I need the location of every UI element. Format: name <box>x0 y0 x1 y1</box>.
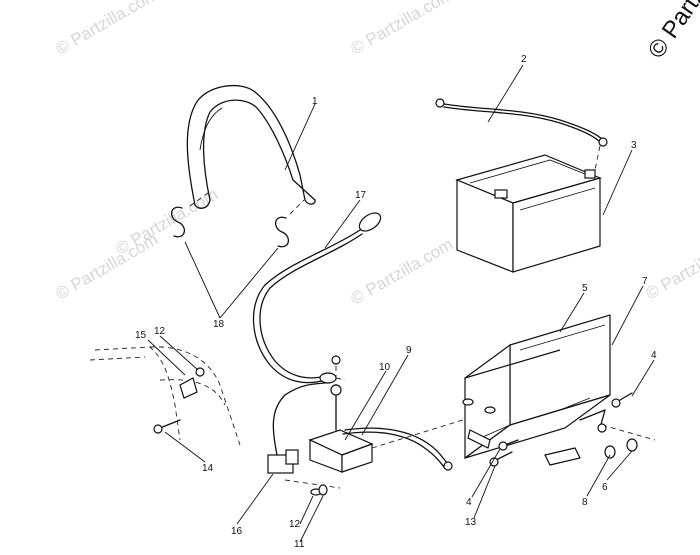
callout-12: 12 <box>289 519 301 530</box>
solenoid-assembly <box>267 355 561 496</box>
watermark-corner-text: © Partzill <box>643 0 700 63</box>
positive-cable <box>252 212 382 384</box>
battery-box <box>462 314 611 466</box>
callout-5: 5 <box>582 283 588 294</box>
callout-15: 15 <box>135 330 147 341</box>
callout-6: 6 <box>602 482 608 493</box>
callout-12: 12 <box>154 326 166 337</box>
watermark-text: © Partzilla.com <box>348 235 457 309</box>
negative-cable <box>435 98 608 171</box>
callout-3: 3 <box>631 140 637 151</box>
watermark-text: © Partzilla.com <box>643 230 700 304</box>
frame-section <box>89 346 241 446</box>
callout-13: 13 <box>465 517 477 528</box>
s-hooks <box>171 189 305 248</box>
leader-lines <box>147 64 655 543</box>
callout-4: 4 <box>466 497 472 508</box>
callout-2: 2 <box>521 54 527 65</box>
callout-18: 18 <box>213 319 225 330</box>
callout-8: 8 <box>582 497 588 508</box>
callout-9: 9 <box>406 345 412 356</box>
callout-4: 4 <box>651 350 657 361</box>
watermark-text: © Partzilla.com <box>53 230 162 304</box>
battery-strap <box>186 84 316 209</box>
watermark-text: © Partzilla.com <box>53 0 162 58</box>
watermark-text: © Partzilla.com <box>348 0 457 58</box>
watermark-layer: © Partzilla.com © Partzilla.com © Partzi… <box>53 0 700 308</box>
fasteners <box>489 392 656 467</box>
callout-10: 10 <box>379 362 391 373</box>
callout-11: 11 <box>294 539 305 550</box>
callout-14: 14 <box>202 463 214 474</box>
callout-7: 7 <box>642 276 648 287</box>
callout-17: 17 <box>355 190 367 201</box>
callout-labels: 1 2 3 4 5 7 9 10 17 18 15 12 14 16 12 11… <box>135 54 657 550</box>
callout-1: 1 <box>312 96 318 107</box>
callout-16: 16 <box>231 526 243 537</box>
battery <box>455 154 602 273</box>
